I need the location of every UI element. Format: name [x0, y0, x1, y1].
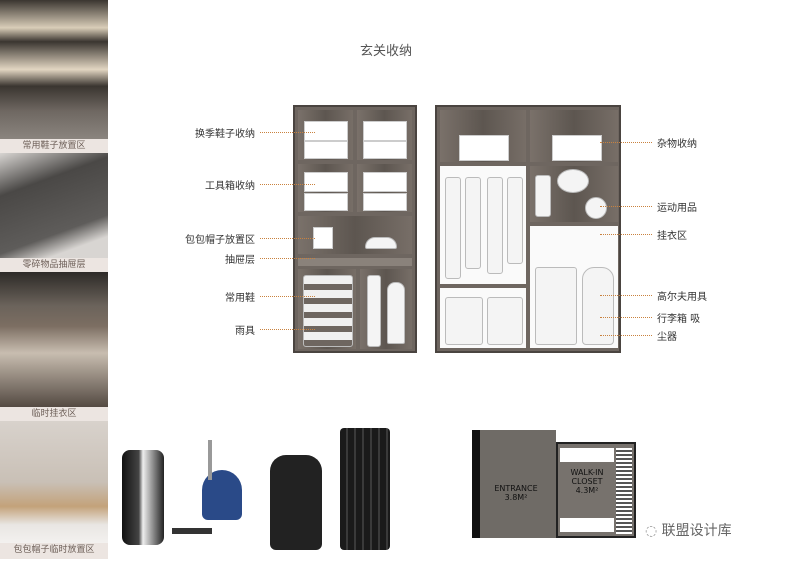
photo-caption: 包包帽子临时放置区 [0, 543, 108, 559]
label-sports: 运动用品 [657, 203, 697, 214]
right-cabinet [435, 105, 621, 353]
label-misc: 杂物收纳 [657, 139, 697, 150]
photo-bags-hats [0, 421, 108, 543]
entrance-area: 3.8M² [504, 493, 528, 502]
photo-caption: 零碎物品抽屉层 [0, 258, 108, 272]
label-golf: 高尔夫用具 [657, 292, 707, 303]
backpack-image [270, 455, 322, 550]
photo-drawer [0, 153, 108, 258]
photo-hanging-clothes [0, 272, 108, 407]
label-drawer: 抽屉层 [225, 255, 255, 266]
label-hanging: 挂衣区 [657, 231, 687, 242]
suitcase-image [340, 428, 390, 550]
label-daily-shoes: 常用鞋 [225, 293, 255, 304]
label-seasonal-shoes: 换季鞋子收纳 [195, 129, 255, 140]
label-toolbox: 工具箱收纳 [205, 181, 255, 192]
watermark: ◌ 联盟设计库 [645, 520, 732, 540]
entrance-label: ENTRANCE [494, 484, 538, 493]
photo-caption: 常用鞋子放置区 [0, 139, 108, 153]
label-bags-hats: 包包帽子放置区 [185, 235, 255, 246]
photo-shoe-shelves [0, 0, 108, 139]
closet-label-1: WALK-IN [570, 468, 604, 477]
closet-area: 4.3M² [575, 486, 599, 495]
page-title: 玄关收纳 [360, 44, 413, 59]
vacuum-image [172, 440, 262, 540]
label-rain-gear: 雨具 [235, 326, 255, 337]
golf-bag-image [122, 450, 164, 545]
photo-caption: 临时挂衣区 [0, 407, 108, 421]
floor-plan: ENTRANCE 3.8M² WALK-IN CLOSET 4.3M² [472, 430, 637, 540]
label-luggage: 行李箱 吸 [657, 314, 701, 325]
left-cabinet [293, 105, 417, 353]
closet-label-2: CLOSET [571, 477, 603, 486]
label-vacuum: 尘器 [657, 332, 677, 343]
wechat-icon: ◌ [645, 523, 662, 539]
watermark-text: 联盟设计库 [661, 523, 732, 539]
